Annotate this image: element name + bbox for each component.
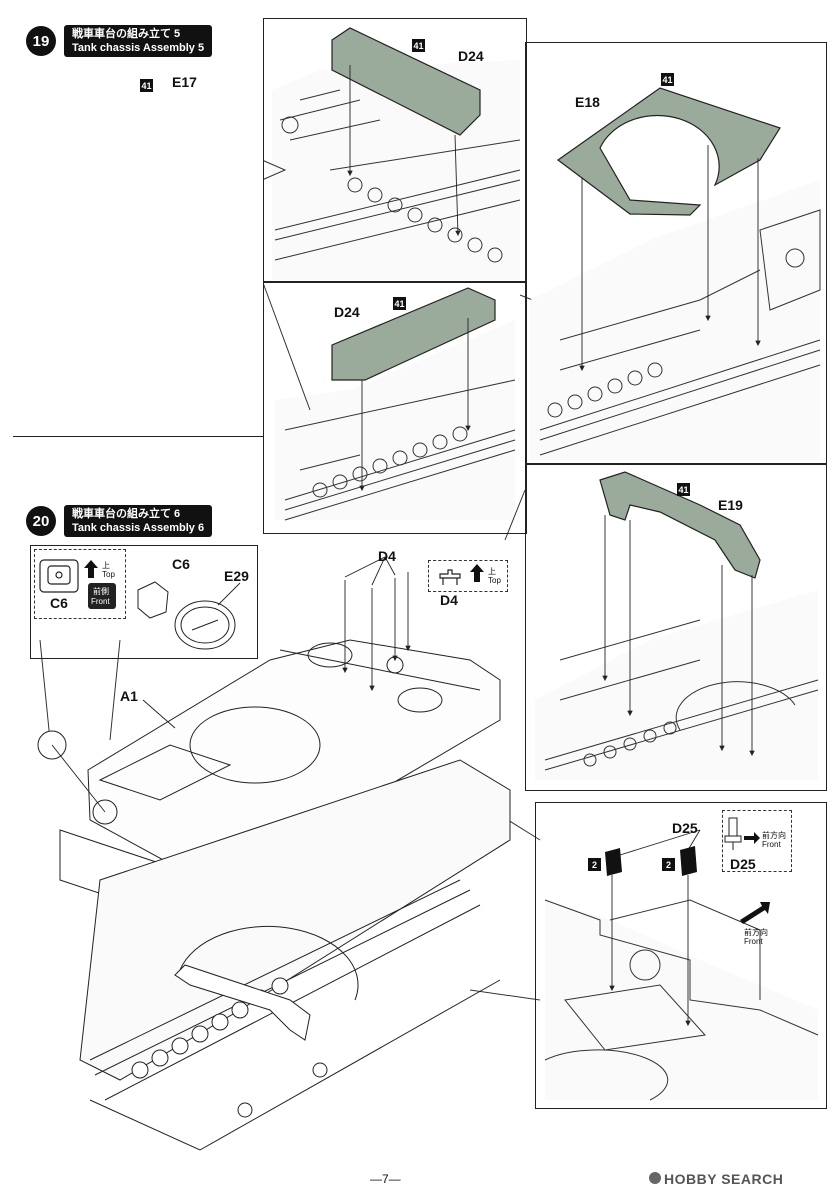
c6-note-box <box>34 549 126 619</box>
front-arrow-icon <box>740 902 770 924</box>
roadwheels-e19 <box>583 721 677 767</box>
label-d25: D25 <box>672 820 698 836</box>
hull-a1 <box>59 639 511 1151</box>
e19-guide-lines <box>602 515 755 757</box>
roadwheels-right <box>547 362 663 418</box>
part-d24-top-shape <box>331 27 481 136</box>
front-arrow-jp: 前方向 <box>744 928 768 937</box>
step19-panel-left-border <box>13 18 264 437</box>
roadwheels-middle <box>312 426 468 498</box>
d4-guide-lines <box>342 556 411 692</box>
c6-leader <box>51 744 106 813</box>
label-d4: D4 <box>378 548 396 564</box>
c6-note-top-en: Top <box>102 570 115 579</box>
front-arrow-en: Front <box>744 937 763 946</box>
e19-installed <box>174 964 311 1041</box>
d24-top-guide-lines <box>347 65 461 237</box>
hobby-search-logo-icon <box>649 1172 661 1184</box>
label-e18: E18 <box>575 94 600 110</box>
step19-header: 19 戦車車台の組み立て 5 Tank chassis Assembly 5 <box>26 25 213 57</box>
part-d24-mid-shape <box>331 287 496 381</box>
step20-panel-d25 <box>544 899 819 1101</box>
d25-detail-icon <box>724 817 742 850</box>
step19-panel-middle-border <box>263 282 527 534</box>
part-e18-shape <box>556 87 781 216</box>
d4-note-top-en: Top <box>488 576 501 585</box>
d4-top-arrow-icon <box>470 564 484 582</box>
step20-number: 20 <box>26 506 56 536</box>
label-e17: E17 <box>172 74 197 90</box>
label-e19: E19 <box>718 497 743 513</box>
d25-note-front-jp: 前方向 <box>762 831 786 840</box>
roadwheels-hull <box>131 977 328 1118</box>
step20-title: 戦車車台の組み立て 6 Tank chassis Assembly 6 <box>64 505 213 537</box>
c6-detail-icon <box>39 559 79 593</box>
color-badge-e19: 41 <box>677 483 690 496</box>
step20-title-en: Tank chassis Assembly 6 <box>72 522 205 534</box>
label-d24-top: D24 <box>458 48 484 64</box>
d24-mid-guide-lines <box>359 318 471 492</box>
step19-panel-top-border <box>263 18 527 282</box>
qty-badge-d25-right: 2 <box>662 858 675 871</box>
page-number: —7— <box>370 1172 401 1186</box>
d25-parts <box>605 846 697 876</box>
label-c6-detail: C6 <box>50 595 68 611</box>
step19-panel-right <box>530 180 821 460</box>
step20-panel-e19-border <box>525 464 827 791</box>
c6-position-marker <box>92 799 118 825</box>
c6-top-arrow-icon <box>84 560 98 578</box>
color-badge-d24-mid: 41 <box>393 297 406 310</box>
step19-title-en: Tank chassis Assembly 5 <box>72 42 205 54</box>
c6-note-front-jp: 前側 <box>93 587 109 596</box>
c6-callout-box <box>30 545 258 659</box>
step19-title: 戦車車台の組み立て 5 Tank chassis Assembly 5 <box>64 25 213 57</box>
step19-number: 19 <box>26 26 56 56</box>
step19-panel-middle <box>275 320 516 521</box>
step19-panel-right-border <box>525 42 827 464</box>
color-badge-d24-top: 41 <box>412 39 425 52</box>
label-e29: E29 <box>224 568 249 584</box>
d25-note-front-en: Front <box>762 840 781 849</box>
color-badge-e17: 41 <box>140 79 153 92</box>
label-a1: A1 <box>120 688 138 704</box>
d4-note-box <box>428 560 508 592</box>
c6-note-front-en: Front <box>91 597 110 606</box>
e18-guide-lines <box>579 145 761 372</box>
label-d4-detail: D4 <box>440 592 458 608</box>
step20-panel-e19 <box>535 590 819 780</box>
step20-header: 20 戦車車台の組み立て 6 Tank chassis Assembly 6 <box>26 505 213 537</box>
d25-note-box <box>722 810 792 872</box>
part-c6-shape <box>137 581 169 619</box>
label-d25-detail: D25 <box>730 856 756 872</box>
d25-guide-lines <box>609 829 701 1027</box>
part-e29-shape <box>174 600 236 650</box>
step19-title-jp: 戦車車台の組み立て 5 <box>72 28 181 40</box>
watermark: HOBBY SEARCH <box>664 1171 784 1187</box>
d4-detail-icon <box>439 569 461 585</box>
part-e19-shape <box>599 471 761 579</box>
roadwheels-top <box>347 177 503 263</box>
d4-note-top-jp: 上 <box>488 567 496 576</box>
color-badge-e18: 41 <box>661 73 674 86</box>
label-d24-mid: D24 <box>334 304 360 320</box>
label-c6: C6 <box>172 556 190 572</box>
d25-front-arrow-icon <box>744 832 760 844</box>
step20-title-jp: 戦車車台の組み立て 6 <box>72 508 181 520</box>
qty-badge-d25-left: 2 <box>588 858 601 871</box>
c6-note-top-jp: 上 <box>102 561 110 570</box>
step20-panel-d25-border <box>535 802 827 1109</box>
c6-front-badge <box>88 583 116 609</box>
